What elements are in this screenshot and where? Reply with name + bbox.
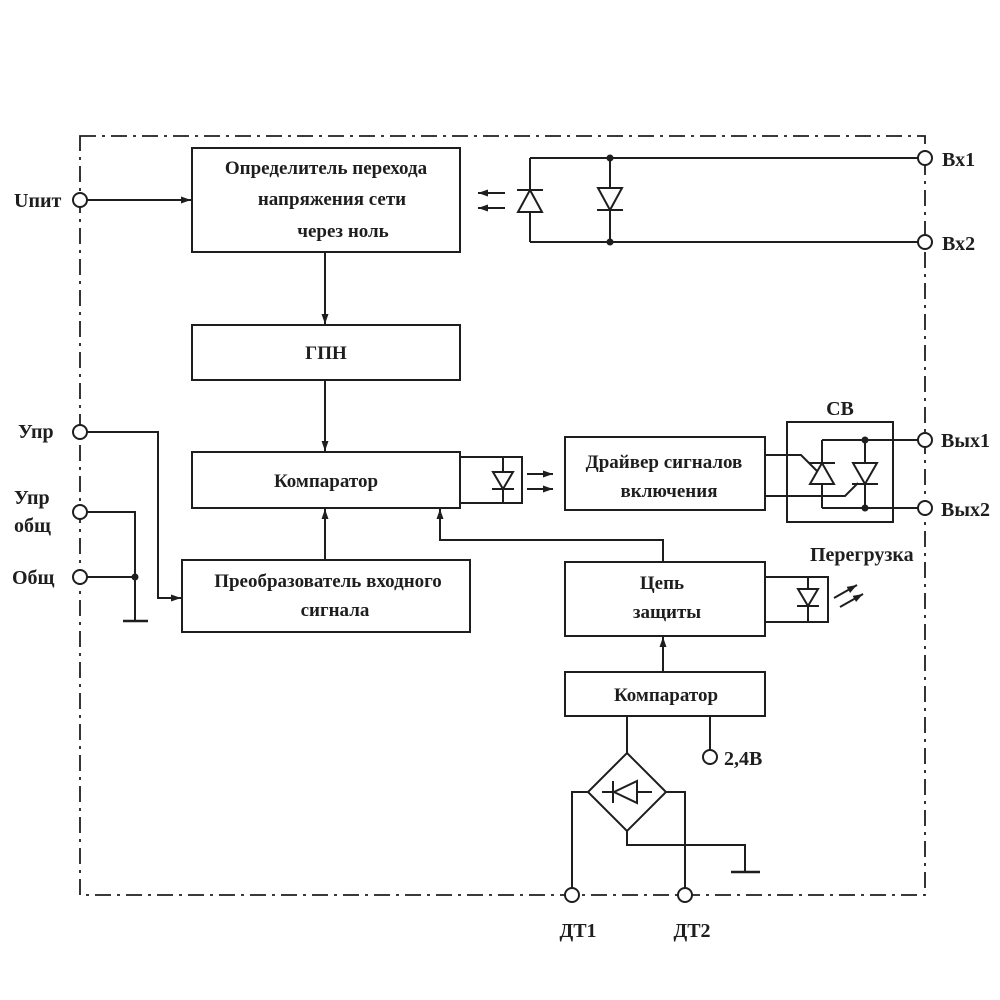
wires <box>87 157 918 888</box>
terminal-dt2-label: ДТ2 <box>673 920 710 942</box>
protection-circuit-block: Цепь защиты <box>564 561 766 637</box>
terminal-obsh-label: Общ <box>12 567 55 589</box>
overload-light-arrow-upper <box>833 584 858 599</box>
wire-upr-obsh <box>87 511 136 620</box>
terminal-upr-obsh-pin <box>72 504 88 520</box>
switch-driver-label-line-2: включения <box>621 481 718 502</box>
overload-comparator-box <box>564 671 766 717</box>
terminal-vyx1-pin <box>917 432 933 448</box>
overload-led-triangle <box>796 588 820 608</box>
thyristor-2-triangle <box>851 462 879 487</box>
overload-led-frame <box>765 576 829 623</box>
terminal-u-pit-pin <box>72 192 88 208</box>
wire-bridge-to-dt1 <box>571 791 588 888</box>
terminal-upr-pin <box>72 424 88 440</box>
overload-indicator-label: Перегрузка <box>810 544 914 566</box>
terminal-pins <box>72 150 933 903</box>
overload-light-arrow-lower <box>839 593 864 608</box>
protection-circuit-box <box>564 561 766 637</box>
comparator-led-frame <box>460 456 523 504</box>
input-converter-box <box>181 559 471 633</box>
terminal-vyx2-pin <box>917 500 933 516</box>
protection-circuit-label-line-2: защиты <box>633 602 701 623</box>
overload-comparator-label: Компаратор <box>614 685 718 706</box>
diode-bridge <box>586 751 668 833</box>
wire-bridge-to-ground <box>626 831 746 871</box>
wire-driver-gate-1 <box>765 454 818 472</box>
terminal-labels: Uпит Упр Упр общ Общ Вх1 Вх2 Вых1 Вых2 2… <box>12 149 990 942</box>
terminal-upr-obsh-label-line-1: Упр <box>14 487 50 509</box>
switch-driver-label-line-1: Драйвер сигналов <box>586 452 743 473</box>
comparator-optocoupler-led <box>460 456 553 504</box>
switch-driver-block: Драйвер сигналов включения <box>564 436 766 511</box>
junction-dot-vyx2 <box>861 504 869 512</box>
comparator-label: Компаратор <box>274 471 378 492</box>
terminal-vx1-pin <box>917 150 933 166</box>
terminal-vx2-label: Вх2 <box>942 233 975 255</box>
terminal-vx1-label: Вх1 <box>942 149 975 171</box>
terminal-upr-label: Упр <box>18 421 54 443</box>
terminal-dt1-pin <box>564 887 580 903</box>
terminal-vx2-pin <box>917 234 933 250</box>
terminal-ref-voltage-pin <box>702 749 718 765</box>
junction-dot-vx1 <box>606 154 614 162</box>
comparator-box <box>191 451 461 509</box>
overload-led: Перегрузка <box>765 544 914 623</box>
terminal-obsh-pin <box>72 569 88 585</box>
comparator-led-triangle <box>491 471 515 491</box>
overload-comparator-block: Компаратор <box>564 671 766 717</box>
input-diode-1 <box>516 158 544 242</box>
terminal-u-pit-label: Uпит <box>14 190 61 212</box>
wire-bridge-to-dt2 <box>666 791 686 888</box>
input-converter-label-line-1: Преобразователь входного <box>214 571 442 592</box>
wire-protection-to-comparator <box>436 509 664 562</box>
zero-cross-detector-block: Определитель перехода напряжения сети че… <box>191 147 461 253</box>
zero-cross-detector-label-line-1: Определитель перехода <box>225 158 428 179</box>
terminal-dt2-pin <box>677 887 693 903</box>
switch-block: СВ <box>786 398 894 523</box>
input-diode-1-triangle <box>516 187 544 213</box>
junction-dot-vyx1 <box>861 436 869 444</box>
terminal-vyx2-label: Вых2 <box>941 499 990 521</box>
comparator-block: Компаратор <box>191 451 461 509</box>
junction-dot-vx2 <box>606 238 614 246</box>
input-converter-block: Преобразователь входного сигнала <box>181 559 471 633</box>
gpn-label: ГПН <box>305 343 347 364</box>
gpn-box <box>191 324 461 381</box>
terminal-dt1-label: ДТ1 <box>559 920 596 942</box>
terminal-ref-voltage-label: 2,4В <box>724 748 762 770</box>
terminal-upr-obsh-label-line-2: общ <box>14 515 51 537</box>
terminal-vyx1-label: Вых1 <box>941 430 990 452</box>
gpn-block: ГПН <box>191 324 461 381</box>
input-diode-2-triangle <box>596 187 624 213</box>
input-converter-label-line-2: сигнала <box>301 600 370 621</box>
protection-circuit-label-line-1: Цепь <box>640 573 684 594</box>
thyristor-1-triangle <box>808 460 836 485</box>
input-diode-2 <box>596 158 624 242</box>
diode-bridge-diode-triangle <box>611 779 638 805</box>
junction-dot-obsh <box>131 573 139 581</box>
zero-cross-detector-label-line-2: напряжения сети <box>258 189 406 210</box>
zero-cross-detector-box <box>191 147 461 253</box>
wire-driver-gate-2 <box>765 482 859 497</box>
switch-block-label: СВ <box>826 398 854 420</box>
switch-driver-box <box>564 436 766 511</box>
wire-upr-to-converter <box>87 431 181 602</box>
zero-cross-detector-label-line-3: через ноль <box>297 221 388 242</box>
switch-block-frame <box>786 421 894 523</box>
